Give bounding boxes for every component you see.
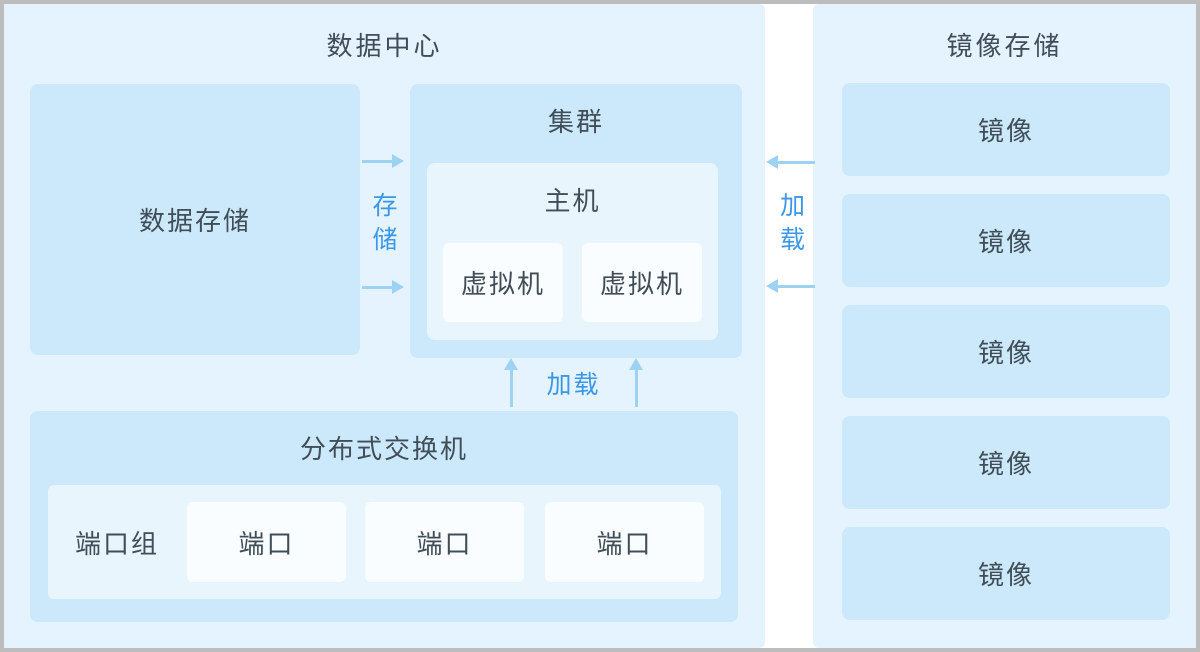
- image-box: 镜像: [842, 83, 1170, 176]
- load-up-arrow-left: [504, 358, 518, 407]
- image-label: 镜像: [977, 560, 1034, 590]
- data-storage-box: 数据存储: [30, 84, 360, 355]
- cluster-box: 集群 主机 虚拟机 虚拟机: [410, 84, 742, 358]
- image-box: 镜像: [842, 527, 1170, 620]
- data-storage-label: 数据存储: [138, 206, 251, 236]
- arrow-left-icon: [766, 279, 778, 293]
- image-box: 镜像: [842, 194, 1170, 287]
- arrow-left-icon: [766, 155, 778, 169]
- arrow-shaft: [776, 285, 815, 288]
- port-group-box: 端口组 端口 端口 端口: [48, 485, 721, 599]
- port-label: 端口: [416, 528, 473, 559]
- port-group-label: 端口组: [75, 528, 160, 559]
- arrow-right-icon: [392, 154, 404, 168]
- load-up-arrow-right: [629, 358, 643, 407]
- image-storage-title: 镜像存储: [946, 31, 1063, 61]
- host-title: 主机: [544, 186, 601, 216]
- cluster-title: 集群: [547, 107, 604, 137]
- port-box: 端口: [365, 502, 524, 582]
- vm-label: 虚拟机: [460, 269, 545, 299]
- arrow-shaft: [362, 160, 394, 163]
- arrow-up-icon: [629, 358, 643, 370]
- vm-box: 虚拟机: [443, 243, 563, 322]
- data-center-title: 数据中心: [326, 31, 443, 61]
- image-label: 镜像: [977, 227, 1034, 257]
- port-label: 端口: [596, 528, 653, 559]
- host-box: 主机 虚拟机 虚拟机: [427, 163, 718, 340]
- image-box: 镜像: [842, 416, 1170, 509]
- image-storage-panel: 镜像存储 镜像 镜像 镜像 镜像 镜像: [813, 4, 1196, 648]
- image-box: 镜像: [842, 305, 1170, 398]
- port-box: 端口: [545, 502, 704, 582]
- arrow-shaft: [635, 368, 638, 407]
- distributed-switch-box: 分布式交换机 端口组 端口 端口 端口: [30, 411, 738, 622]
- arrow-shaft: [776, 161, 815, 164]
- storage-arrow-bottom: [362, 280, 404, 294]
- distributed-switch-title: 分布式交换机: [299, 434, 468, 464]
- arrow-shaft: [362, 286, 394, 289]
- load-arrow-bottom: [766, 279, 815, 293]
- image-label: 镜像: [977, 116, 1034, 146]
- load-right-connection-label: 加载: [776, 192, 805, 260]
- storage-arrow-top: [362, 154, 404, 168]
- data-center-panel: 数据中心 数据存储 集群 主机 虚拟机 虚拟机 分布式交换机 端口组 端口: [4, 4, 765, 648]
- image-label: 镜像: [977, 449, 1034, 479]
- load-bottom-connection-label: 加载: [546, 371, 601, 399]
- vm-label: 虚拟机: [599, 269, 684, 299]
- port-label: 端口: [238, 528, 295, 559]
- arrow-up-icon: [504, 358, 518, 370]
- storage-connection-label: 存储: [369, 192, 397, 260]
- vm-box: 虚拟机: [582, 243, 702, 322]
- arrow-shaft: [510, 368, 513, 407]
- image-label: 镜像: [977, 338, 1034, 368]
- load-arrow-top: [766, 155, 815, 169]
- port-box: 端口: [187, 502, 346, 582]
- arrow-right-icon: [392, 280, 404, 294]
